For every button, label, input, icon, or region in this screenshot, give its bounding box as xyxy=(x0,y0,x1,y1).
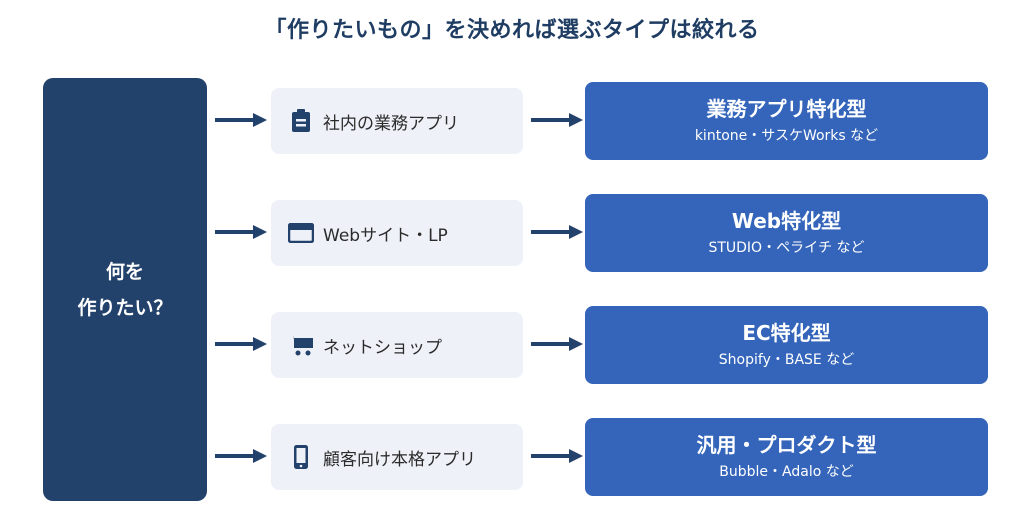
category-row-1: 社内の業務アプリ xyxy=(271,88,523,154)
arrow-right-row-1 xyxy=(531,112,583,128)
result-row-2: Web特化型 STUDIO・ペライチ など xyxy=(585,194,988,272)
shopping-cart-icon xyxy=(287,331,315,359)
clipboard-icon xyxy=(287,107,315,135)
category-label: 社内の業務アプリ xyxy=(323,113,459,134)
arrow-right-row-3 xyxy=(531,336,583,352)
result-name: Web特化型 xyxy=(731,209,842,233)
result-examples: Shopify・BASE など xyxy=(718,352,855,368)
category-row-4: 顧客向け本格アプリ xyxy=(271,424,523,490)
arrow-left-row-4 xyxy=(215,448,267,464)
question-box: 何を 作りたい？ xyxy=(43,78,207,501)
category-row-2: Webサイト・LP xyxy=(271,200,523,266)
arrow-left-row-1 xyxy=(215,112,267,128)
result-examples: STUDIO・ペライチ など xyxy=(708,240,865,256)
category-row-3: ネットショップ xyxy=(271,312,523,378)
diagram-title: 「作りたいもの」を決めれば選ぶタイプは絞れる xyxy=(264,18,760,43)
smartphone-icon xyxy=(287,443,315,471)
result-examples: Bubble・Adalo など xyxy=(719,464,854,480)
arrow-left-row-2 xyxy=(215,224,267,240)
category-label: 顧客向け本格アプリ xyxy=(323,449,476,470)
result-name: 業務アプリ特化型 xyxy=(706,97,867,121)
question-line-2: 作りたい？ xyxy=(77,296,173,319)
arrow-right-row-4 xyxy=(531,448,583,464)
result-name: 汎用・プロダクト型 xyxy=(696,433,877,457)
category-label: Webサイト・LP xyxy=(323,225,448,246)
arrow-left-row-3 xyxy=(215,336,267,352)
result-name: EC特化型 xyxy=(742,321,831,345)
question-line-1: 何を xyxy=(105,260,144,283)
arrow-right-row-2 xyxy=(531,224,583,240)
category-label: ネットショップ xyxy=(323,337,442,358)
result-row-4: 汎用・プロダクト型 Bubble・Adalo など xyxy=(585,418,988,496)
result-row-3: EC特化型 Shopify・BASE など xyxy=(585,306,988,384)
result-row-1: 業務アプリ特化型 kintone・サスケWorks など xyxy=(585,82,988,160)
result-examples: kintone・サスケWorks など xyxy=(694,128,879,144)
browser-window-icon xyxy=(287,219,315,247)
